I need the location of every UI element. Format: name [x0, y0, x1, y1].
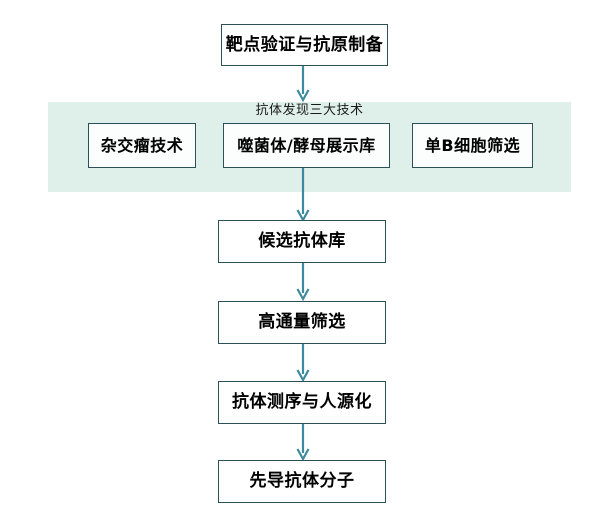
node-label: 单B细胞筛选 — [424, 135, 521, 155]
arrow-band-to-candidate — [296, 168, 310, 223]
arrow-top-to-band — [296, 66, 310, 103]
node-label: 抗体测序与人源化 — [232, 392, 372, 412]
node-phage-yeast-display[interactable]: 噬菌体/酵母展示库 — [223, 123, 390, 168]
band-title: 抗体发现三大技术 — [255, 103, 364, 118]
arrow-candidate-to-screening — [296, 263, 310, 302]
node-lead-antibody-molecule[interactable]: 先导抗体分子 — [218, 460, 386, 503]
node-label: 候选抗体库 — [258, 231, 346, 251]
node-label: 噬菌体/酵母展示库 — [237, 135, 376, 155]
node-label: 高通量筛选 — [258, 312, 346, 332]
arrow-screening-to-sequencing — [296, 344, 310, 383]
node-candidate-antibody-library[interactable]: 候选抗体库 — [218, 220, 386, 263]
node-sequencing-humanization[interactable]: 抗体测序与人源化 — [218, 381, 386, 424]
node-label: 靶点验证与抗原制备 — [225, 34, 384, 55]
node-hybridoma[interactable]: 杂交瘤技术 — [88, 123, 196, 168]
node-target-validation[interactable]: 靶点验证与抗原制备 — [221, 24, 388, 66]
node-label: 杂交瘤技术 — [100, 135, 184, 155]
node-single-b-cell-screening[interactable]: 单B细胞筛选 — [412, 123, 533, 168]
arrow-sequencing-to-lead — [296, 424, 310, 462]
node-high-throughput-screening[interactable]: 高通量筛选 — [218, 301, 386, 344]
node-label: 先导抗体分子 — [249, 471, 355, 491]
